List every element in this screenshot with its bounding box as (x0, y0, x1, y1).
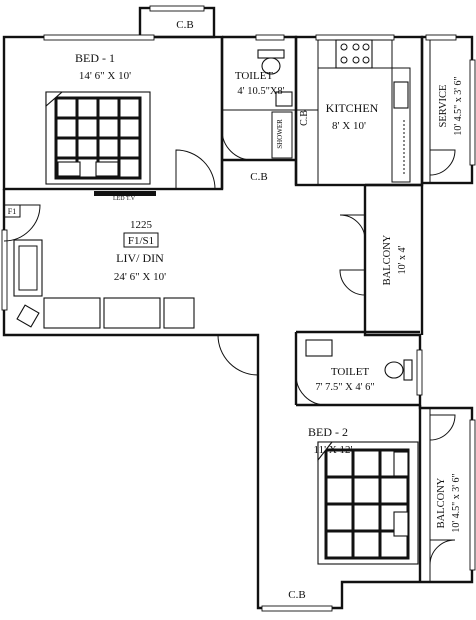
windows (1, 5, 476, 612)
pillow-2b-icon (393, 511, 409, 537)
room-labels: C.B BED - 1 14' 6" X 10' TOILET 4' 10.5"… (3, 19, 464, 601)
cb-top-label: C.B (176, 19, 193, 31)
bed1-size: 14' 6" X 10' (79, 70, 131, 82)
kitchen-size: 8' X 10' (332, 120, 366, 132)
balcony1-name: BALCONY (382, 234, 393, 285)
cb-toilet-label: C.B (250, 171, 267, 183)
side-table-icon (16, 304, 40, 328)
led-tv-icon (94, 191, 156, 196)
bed2-furniture (317, 441, 419, 565)
led-tv-label: LED T.V (113, 196, 136, 202)
toilet1-fixtures (257, 49, 293, 159)
pillow-left-icon (57, 161, 81, 177)
wc-icon (261, 57, 281, 75)
washbasin-2-icon (305, 339, 333, 357)
living-size: 24' 6" X 10' (114, 271, 166, 283)
sink-icon (393, 81, 409, 109)
service-size: 10' 4.5" x 3' 6" (453, 76, 464, 135)
doors (3, 129, 456, 566)
living-furniture (13, 239, 195, 329)
cb-bottom-label: C.B (288, 589, 305, 601)
toilet2-name: TOILET (331, 366, 370, 378)
wc-2-icon (384, 361, 404, 379)
kitchen-name: KITCHEN (326, 101, 379, 115)
living-area: 1225 (130, 219, 153, 231)
toilet1-name: TOILET (235, 70, 274, 82)
balcony1-size: 10' x 4' (397, 246, 408, 275)
toilet2-fixtures (305, 339, 413, 381)
folded-sheet-icon (45, 91, 64, 108)
living-name: LIV/ DIN (116, 251, 164, 265)
toilet2-size: 7' 7.5" X 4' 6" (315, 382, 374, 393)
bed2-name: BED - 2 (308, 425, 348, 439)
bed1-name: BED - 1 (75, 51, 115, 65)
shower-label: SHOWER (276, 119, 284, 149)
bed1-furniture (45, 91, 156, 196)
bed2-size: 11' X 12' (314, 444, 353, 456)
sofa-right-icon (103, 297, 161, 329)
toilet1-size: 4' 10.5"X8' (237, 86, 284, 97)
f1-marker (3, 204, 21, 218)
living-unit: F1/S1 (128, 235, 154, 247)
washbasin-icon (275, 91, 293, 107)
unit-box (123, 232, 159, 248)
sofa-side-icon (13, 239, 43, 297)
pillow-right-icon (95, 161, 119, 177)
service-name: SERVICE (438, 85, 449, 128)
interior-walls (220, 37, 431, 582)
kitchen-fixtures (317, 39, 411, 183)
sofa-left-icon (43, 297, 101, 329)
f1-label: F1 (8, 207, 16, 216)
armchair-icon (163, 297, 195, 329)
folded-sheet-2-icon (317, 441, 334, 462)
balcony2-name: BALCONY (436, 477, 447, 528)
balcony2-size: 10' 4.5" x 3' 6" (451, 473, 462, 532)
pillow-2a-icon (393, 451, 409, 477)
cb-kitchen-label: C.B (299, 110, 310, 126)
